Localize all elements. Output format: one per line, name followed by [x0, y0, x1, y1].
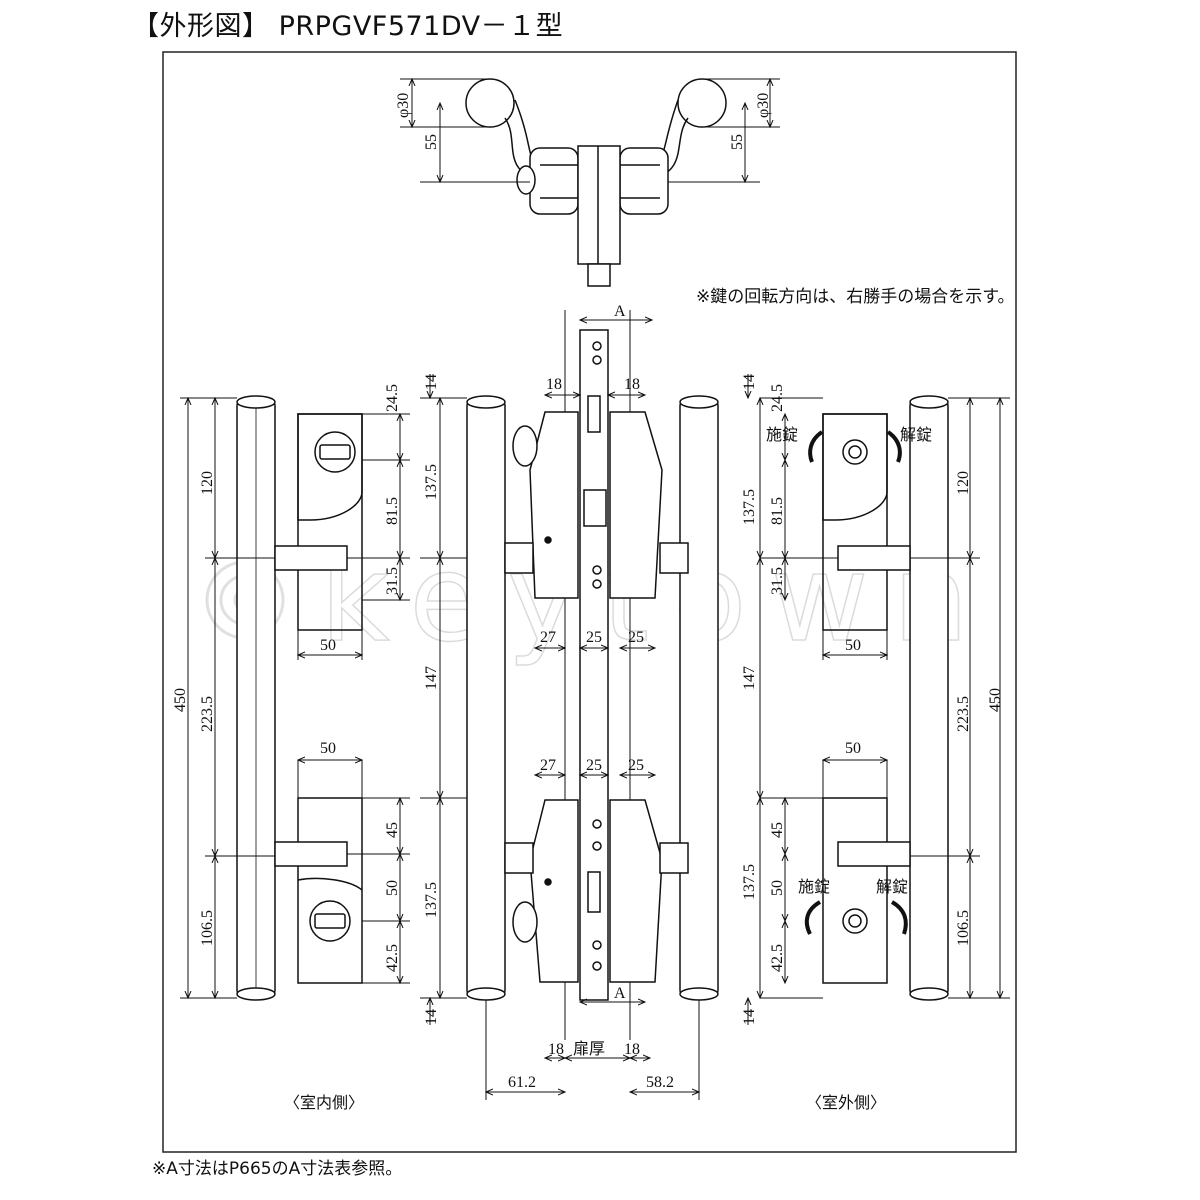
dim-14-right-bottom: 14: [741, 1009, 758, 1025]
dim-42-5-right: 42.5: [769, 944, 786, 972]
dim-450-left: 450: [172, 688, 189, 712]
dim-137-5-right-lower: 137.5: [741, 864, 758, 900]
dim-18-center-upper-right: 18: [624, 376, 640, 393]
dim-50-left-upper: 50: [320, 637, 336, 654]
dim-18-bottom-left: 18: [548, 1041, 564, 1058]
dim-137-5-center-lower: 137.5: [423, 882, 440, 918]
dim-25-lower-mid: 25: [586, 757, 602, 774]
dim-81-5-right: 81.5: [769, 497, 786, 525]
drawing-frame: [162, 51, 1017, 1153]
label-outdoor-side: 〈室外側〉: [806, 1093, 886, 1112]
dim-27-upper: 27: [540, 629, 556, 646]
dim-45-right: 45: [769, 822, 786, 838]
label-lock-lower: 施錠: [798, 877, 830, 896]
dim-45-left: 45: [384, 822, 401, 838]
dim-147-right: 147: [741, 666, 758, 690]
label-indoor-side: 〈室内側〉: [284, 1093, 364, 1112]
dim-25-upper-mid: 25: [586, 629, 602, 646]
indoor-dims: [180, 398, 410, 998]
dim-81-5-left: 81.5: [384, 497, 401, 525]
footnote: ※A寸法はP665のA寸法表参照。: [152, 1159, 403, 1179]
dim-55-left: 55: [423, 134, 440, 150]
dim-14-right-top: 14: [741, 374, 758, 390]
dim-24-5-left: 24.5: [384, 384, 401, 412]
dim-a-upper: A: [614, 303, 626, 320]
dim-14-center-top: 14: [423, 374, 440, 390]
dim-137-5-right-upper: 137.5: [741, 489, 758, 525]
rotation-note: ※鍵の回転方向は、右勝手の場合を示す。: [696, 287, 1015, 307]
center-view: [466, 310, 719, 1040]
center-dims: [420, 320, 699, 1100]
dim-14-center-bottom: 14: [423, 1009, 440, 1025]
label-door-thickness: 扉厚: [573, 1039, 605, 1058]
page-title: 【外形図】 PRPGVF571DV－１型: [132, 11, 564, 42]
dim-58-2: 58.2: [646, 1074, 674, 1091]
dim-18-bottom-right: 18: [624, 1041, 640, 1058]
outdoor-dims: [748, 374, 1010, 1025]
label-unlock-lower: 解錠: [876, 877, 908, 896]
dim-147-center: 147: [423, 666, 440, 690]
dim-137-5-center-upper: 137.5: [423, 464, 440, 500]
dim-450-right: 450: [987, 688, 1004, 712]
dim-50-left-v: 50: [384, 880, 401, 896]
dim-120-left: 120: [199, 471, 216, 495]
dim-42-5-left: 42.5: [384, 944, 401, 972]
dim-25-lower-right: 25: [628, 757, 644, 774]
dim-25-upper-right: 25: [628, 629, 644, 646]
outdoor-view: [804, 395, 949, 1001]
dim-223-5-right: 223.5: [955, 696, 972, 732]
dim-55-right: 55: [729, 134, 746, 150]
dim-a-lower: A: [614, 985, 626, 1002]
dim-223-5-left: 223.5: [199, 696, 216, 732]
dim-120-right: 120: [955, 471, 972, 495]
top-view-dims: [400, 79, 780, 182]
dim-50-left-lower: 50: [320, 740, 336, 757]
dim-phi30-left: φ30: [395, 93, 412, 118]
dim-phi30-right: φ30: [755, 93, 772, 118]
dim-31-5-left: 31.5: [384, 567, 401, 595]
dim-31-5-right: 31.5: [769, 567, 786, 595]
dim-18-center-upper-left: 18: [546, 376, 562, 393]
dim-106-5-left: 106.5: [199, 910, 216, 946]
dim-61-2: 61.2: [508, 1074, 536, 1091]
dim-27-lower: 27: [540, 757, 556, 774]
label-unlock-upper: 解錠: [900, 425, 932, 444]
dim-50-right-upper: 50: [845, 637, 861, 654]
top-view: [465, 78, 727, 287]
dim-50-right-v: 50: [769, 880, 786, 896]
label-lock-upper: 施錠: [766, 425, 798, 444]
dim-24-5-right: 24.5: [769, 384, 786, 412]
dim-106-5-right: 106.5: [955, 910, 972, 946]
indoor-view: [236, 395, 363, 1001]
dim-50-right-lower: 50: [845, 740, 861, 757]
